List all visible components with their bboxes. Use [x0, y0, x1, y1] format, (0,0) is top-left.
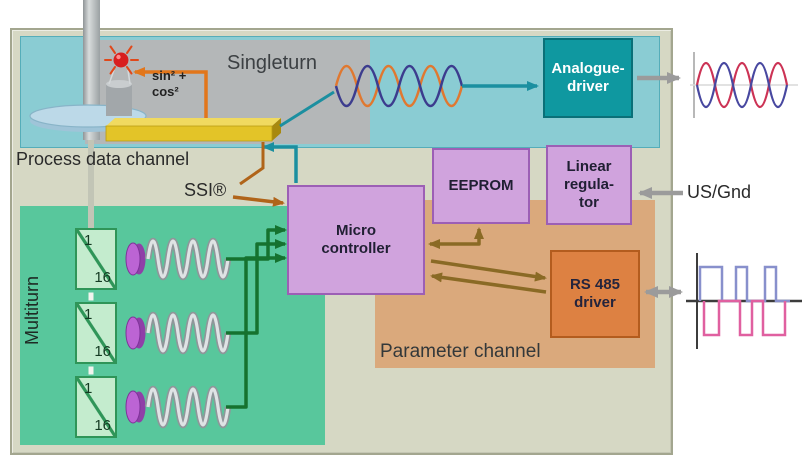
micro-controller-block: Micro controller: [287, 185, 425, 295]
eeprom-label: EEPROM: [448, 177, 514, 195]
gear-stage-3: 1 16: [75, 376, 117, 438]
rs485-driver-label-line1: RS 485: [569, 276, 621, 294]
rs485-driver-label-line2: driver: [574, 294, 616, 311]
singleturn-label: Singleturn: [227, 52, 318, 74]
ssi-label: SSI®: [184, 180, 227, 200]
us-gnd-label: US/Gnd: [687, 182, 752, 202]
rs485-driver-block: RS 485 driver: [550, 250, 640, 338]
analog-output-plot: [690, 52, 798, 118]
gear-ratio-denominator: 16: [94, 343, 111, 360]
eeprom-block: EEPROM: [432, 148, 530, 224]
sin-cos-label-line2: cos²: [152, 84, 179, 100]
linear-regulator-block: Linear regula- tor: [546, 145, 632, 225]
multiturn-region: [20, 206, 325, 445]
micro-controller-label-line2: controller: [321, 240, 391, 257]
gear-ratio-numerator: 1: [84, 380, 93, 397]
analogue-driver-label-line1: Analogue-: [551, 60, 625, 78]
analogue-driver-label-line2: driver: [567, 78, 609, 95]
linear-regulator-label-line1: Linear: [566, 158, 612, 176]
gear-stage-1: 1 16: [75, 228, 117, 290]
gear-ratio-numerator: 1: [84, 232, 93, 249]
sin-cos-label: sin² + cos²: [152, 68, 186, 101]
micro-controller-label-line1: Micro: [335, 222, 376, 240]
digital-output-plot: [686, 253, 802, 349]
gear-ratio-numerator: 1: [84, 306, 93, 323]
linear-regulator-label-line3: tor: [579, 193, 599, 211]
linear-regulator-label-line2: regula-: [563, 176, 614, 194]
multiturn-label: Multiturn: [22, 275, 42, 345]
analogue-driver-block: Analogue- driver: [543, 38, 633, 118]
gear-stage-2: 1 16: [75, 302, 117, 364]
gear-ratio-denominator: 16: [94, 417, 111, 434]
gear-ratio-denominator: 16: [94, 269, 111, 286]
sin-cos-label-line1: sin² +: [152, 68, 187, 83]
process-data-channel-label: Process data channel: [16, 149, 190, 169]
parameter-channel-label: Parameter channel: [380, 341, 541, 362]
